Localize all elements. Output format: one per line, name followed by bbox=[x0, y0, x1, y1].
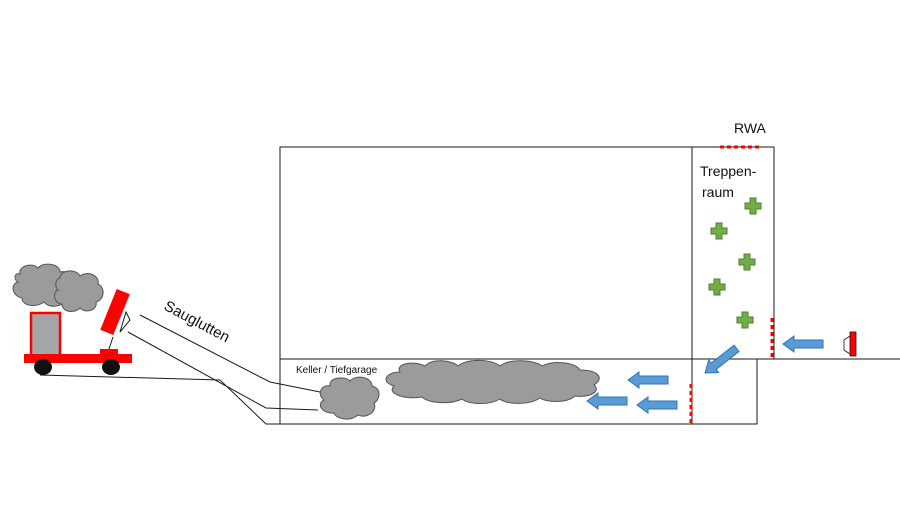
truck-cab bbox=[29, 311, 62, 358]
arrow-icon bbox=[699, 341, 742, 380]
duct-intake-smoke-cloud-icon bbox=[319, 376, 380, 420]
basement-label: Keller / Tiefgarage bbox=[296, 365, 378, 376]
suction-duct-lower bbox=[127, 331, 319, 411]
plus-icon bbox=[736, 311, 754, 329]
fresh-air-markers bbox=[708, 197, 762, 329]
rwa-label: RWA bbox=[734, 120, 767, 136]
arrow-icon bbox=[782, 335, 824, 353]
vehicle-exhaust-smoke-cloud-icon bbox=[12, 263, 104, 312]
duct-label: Sauglutten bbox=[161, 298, 232, 347]
truck-wheel-rear bbox=[102, 359, 120, 375]
truck-fan bbox=[100, 288, 130, 336]
airflow-arrows bbox=[586, 335, 824, 414]
suction-duct-ground bbox=[39, 374, 280, 425]
plus-icon bbox=[710, 222, 728, 240]
fan-icon bbox=[843, 331, 857, 357]
plus-icon bbox=[708, 278, 726, 296]
stairwell-label-line2: raum bbox=[702, 184, 734, 200]
plus-icon bbox=[738, 253, 756, 271]
suction-duct-upper bbox=[139, 314, 321, 393]
basement bbox=[279, 358, 758, 425]
arrow-icon bbox=[586, 392, 628, 410]
stairwell-label-line1: Treppen- bbox=[700, 163, 757, 179]
fire-truck-icon bbox=[24, 288, 132, 375]
truck-fan-base bbox=[100, 349, 118, 356]
truck-wheel-front bbox=[34, 359, 52, 375]
basement-smoke-cloud-icon bbox=[385, 359, 600, 404]
plus-icon bbox=[744, 197, 762, 215]
truck-chassis bbox=[24, 354, 132, 363]
arrow-icon bbox=[627, 371, 669, 389]
arrow-icon bbox=[636, 396, 678, 414]
